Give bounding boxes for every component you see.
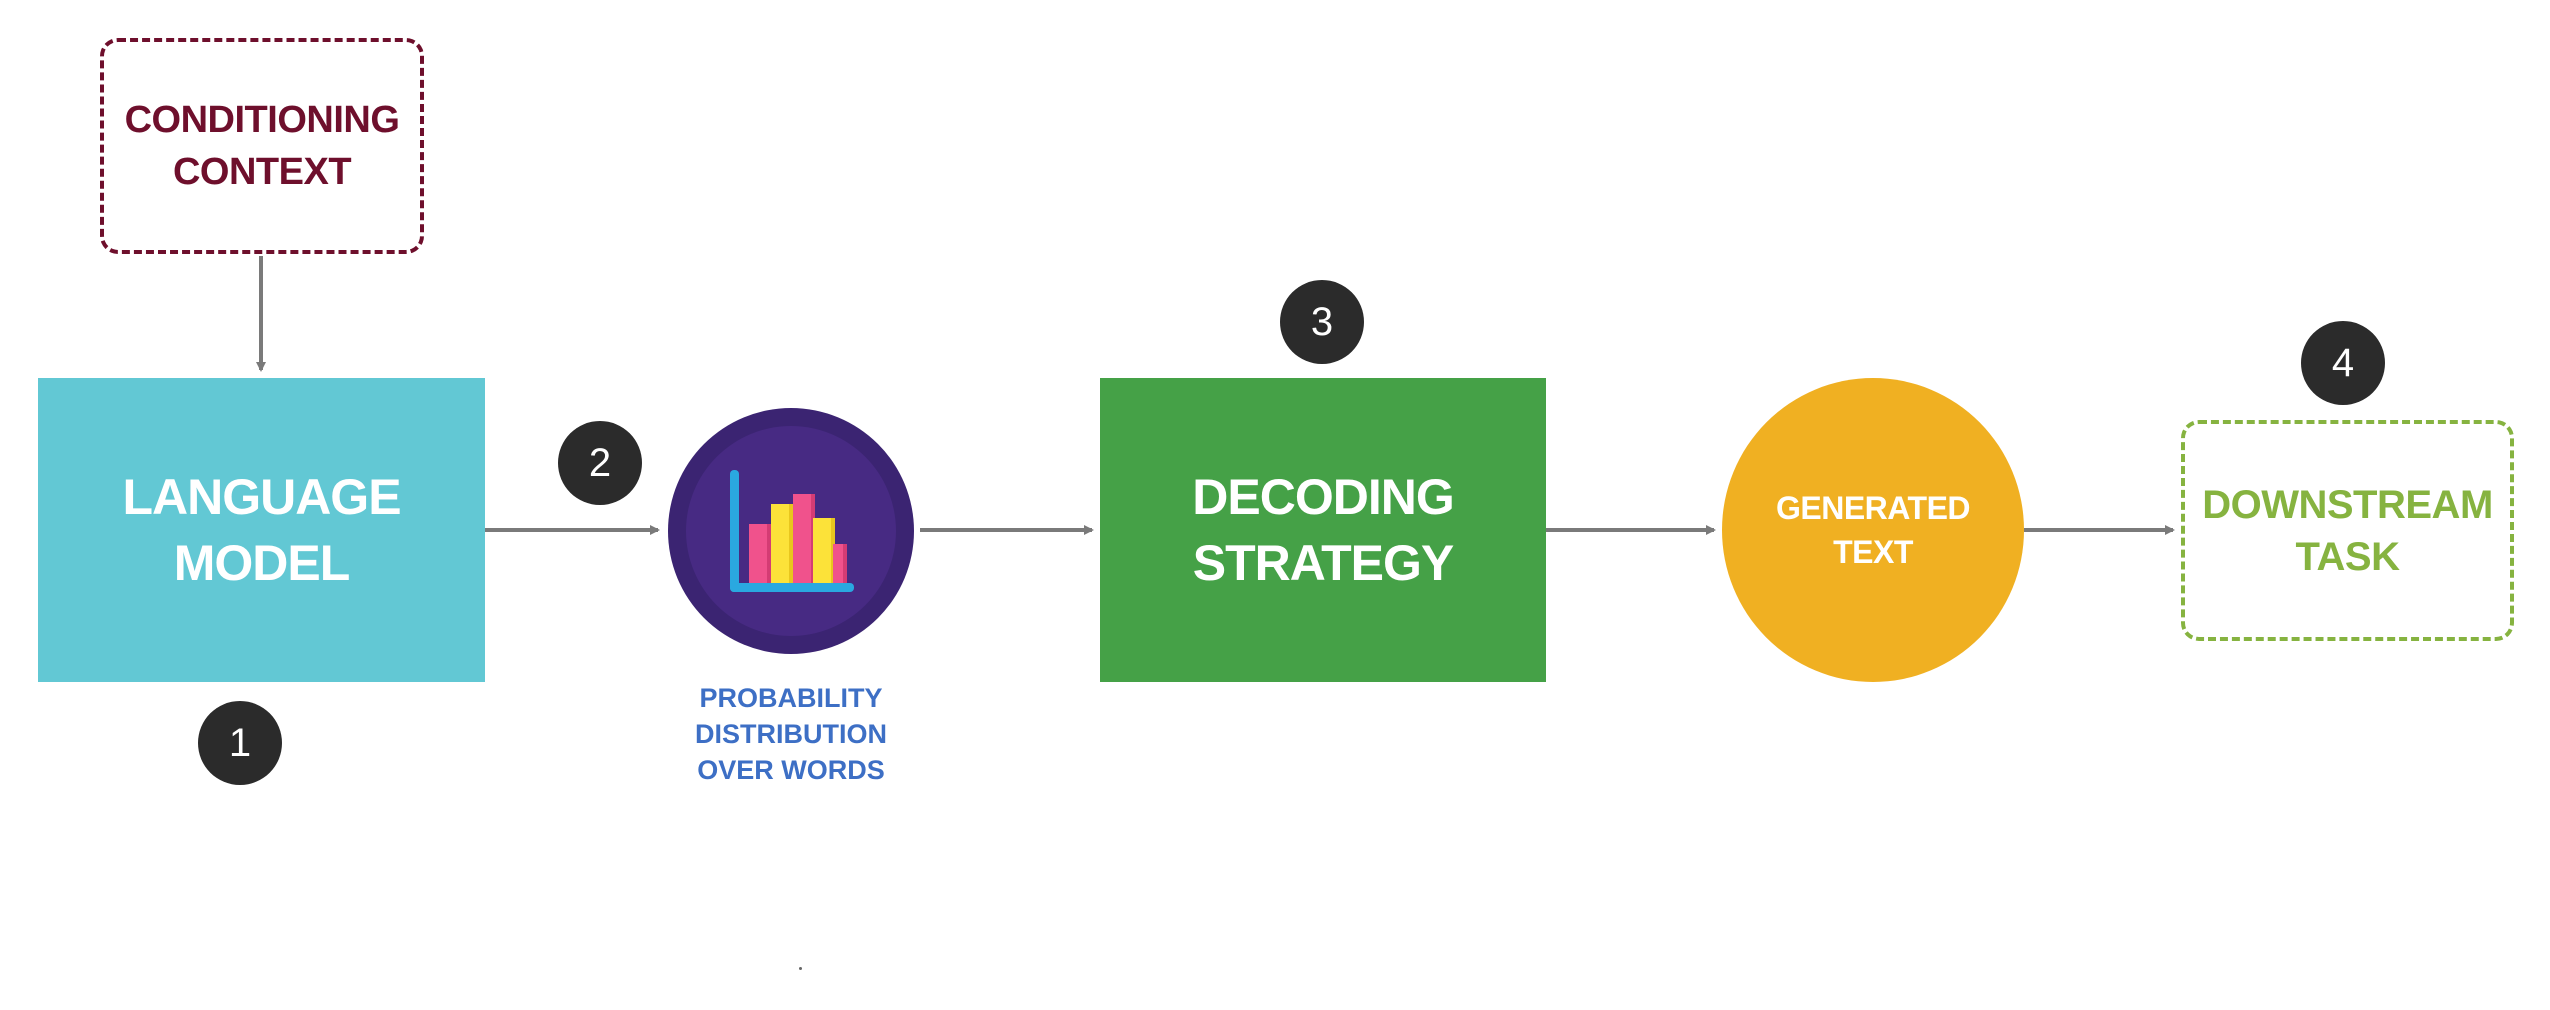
language-model-node: LANGUAGE MODEL <box>38 378 485 682</box>
downstream-task-node: DOWNSTREAM TASK <box>2181 420 2514 641</box>
conditioning-context-line1: CONDITIONING <box>124 99 400 141</box>
probability-label-line1: PROBABILITY <box>699 683 883 713</box>
decoding-strategy-line1: DECODING <box>1192 469 1454 525</box>
step-1-badge: 1 <box>198 701 282 785</box>
downstream-task-line2: TASK <box>2295 534 2400 579</box>
generated-text-label: GENERATED TEXT <box>1775 486 1971 574</box>
generated-text-node: GENERATED TEXT <box>1722 378 2024 682</box>
step-4-badge: 4 <box>2301 321 2385 405</box>
decoding-strategy-label: DECODING STRATEGY <box>1192 464 1455 596</box>
conditioning-context-line2: CONTEXT <box>172 151 352 193</box>
conditioning-context-label: CONDITIONING CONTEXT <box>125 94 400 198</box>
probability-distribution-label: PROBABILITY DISTRIBUTION OVER WORDS <box>640 680 942 788</box>
probability-label-line3: OVER WORDS <box>697 755 885 785</box>
generated-text-line1: GENERATED <box>1775 490 1971 526</box>
decoding-strategy-node: DECODING STRATEGY <box>1100 378 1546 682</box>
probability-label-line2: DISTRIBUTION <box>695 719 887 749</box>
downstream-task-line1: DOWNSTREAM <box>2202 482 2493 527</box>
step-2-badge: 2 <box>558 421 642 505</box>
language-model-line1: LANGUAGE <box>122 469 401 525</box>
language-model-label: LANGUAGE MODEL <box>122 464 401 596</box>
language-model-line2: MODEL <box>173 535 351 591</box>
stray-dot <box>799 967 802 970</box>
generated-text-line2: TEXT <box>1833 534 1913 570</box>
conditioning-context-node: CONDITIONING CONTEXT <box>100 38 424 254</box>
decoding-strategy-line2: STRATEGY <box>1192 535 1455 591</box>
downstream-task-label: DOWNSTREAM TASK <box>2202 479 2493 583</box>
step-3-badge: 3 <box>1280 280 1364 364</box>
